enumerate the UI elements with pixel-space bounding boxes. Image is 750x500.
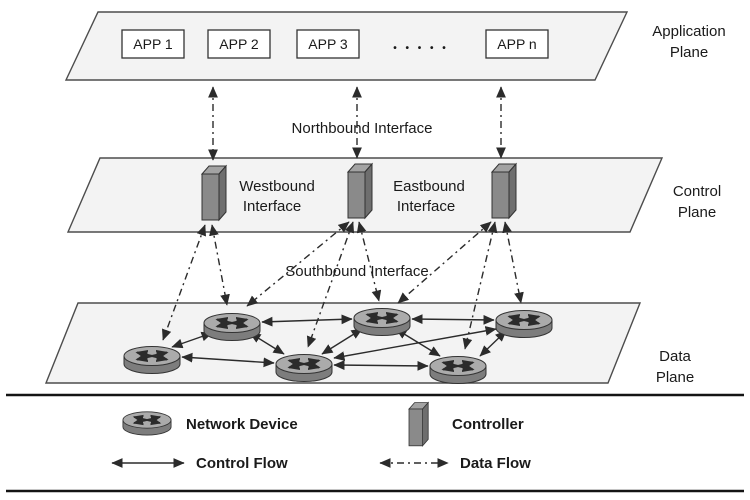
legend-control-flow-label: Control Flow [196,455,288,472]
network-device-icon-t1 [204,314,260,341]
application-plane-label-2: Plane [670,44,708,61]
control-plane-label-1: Control [673,183,721,200]
controller-icon-3 [491,163,517,219]
network-device-icon-b1 [124,347,180,374]
app-box-1: APP 1 [121,29,185,59]
network-device-icon-b2 [276,355,332,382]
app-2-label: APP 2 [219,36,259,52]
legend-controller-label: Controller [452,416,524,433]
mesh-arrow-t2-t3 [411,314,495,325]
mesh-arrow-b1-b2 [181,352,275,368]
southbound-arrow-8 [502,221,524,304]
eastbound-interface-label-2: Interface [397,198,455,215]
application-plane-label-1: Application [652,23,725,40]
mesh-arrow-b1-t1 [171,331,213,349]
network-device-icon-t2 [354,309,410,336]
legend-controller-icon [408,402,429,447]
northbound-interface-label: Northbound Interface [292,120,433,137]
controller-icon-2 [347,163,373,219]
southbound-arrow-2 [209,224,230,306]
legend-network-device-icon [123,412,171,435]
app-3-label: APP 3 [308,36,348,52]
westbound-interface-label-2: Interface [243,198,301,215]
mesh-arrow-b2-b3 [333,360,429,371]
controller-icon-1 [201,165,227,221]
app-box-n: APP n [485,29,549,59]
app-box-2-rect [207,29,271,59]
mesh-arrow-t1-t2 [261,314,353,327]
app-n-label: APP n [497,36,536,52]
network-device-icon-b3 [430,357,486,384]
southbound-arrow-4 [306,221,355,348]
app-box-2: APP 2 [207,29,271,59]
app-box-1-rect [121,29,185,59]
mesh-arrow-b2-t3 [333,326,497,361]
southbound-arrow-1 [161,224,207,341]
mesh-arrow-t3-b3 [479,330,507,357]
app-box-3-rect [296,29,360,59]
app-box-3: APP 3 [296,29,360,59]
southbound-interface-label: Southbound Interface [285,263,428,280]
westbound-interface-label-1: Westbound [239,178,315,195]
legend-data-flow-label: Data Flow [460,455,531,472]
data-plane-label-1: Data [659,348,691,365]
legend-network-device-label: Network Device [186,416,298,433]
control-plane-label-2: Plane [678,204,716,221]
data-plane-label-2: Plane [656,369,694,386]
app-box-n-rect [485,29,549,59]
southbound-arrow-5 [356,221,382,302]
eastbound-interface-label-1: Eastbound [393,178,465,195]
app-1-label: APP 1 [133,36,173,52]
network-device-icon-t3 [496,311,552,338]
apps-ellipsis: • • • • • [393,43,449,54]
